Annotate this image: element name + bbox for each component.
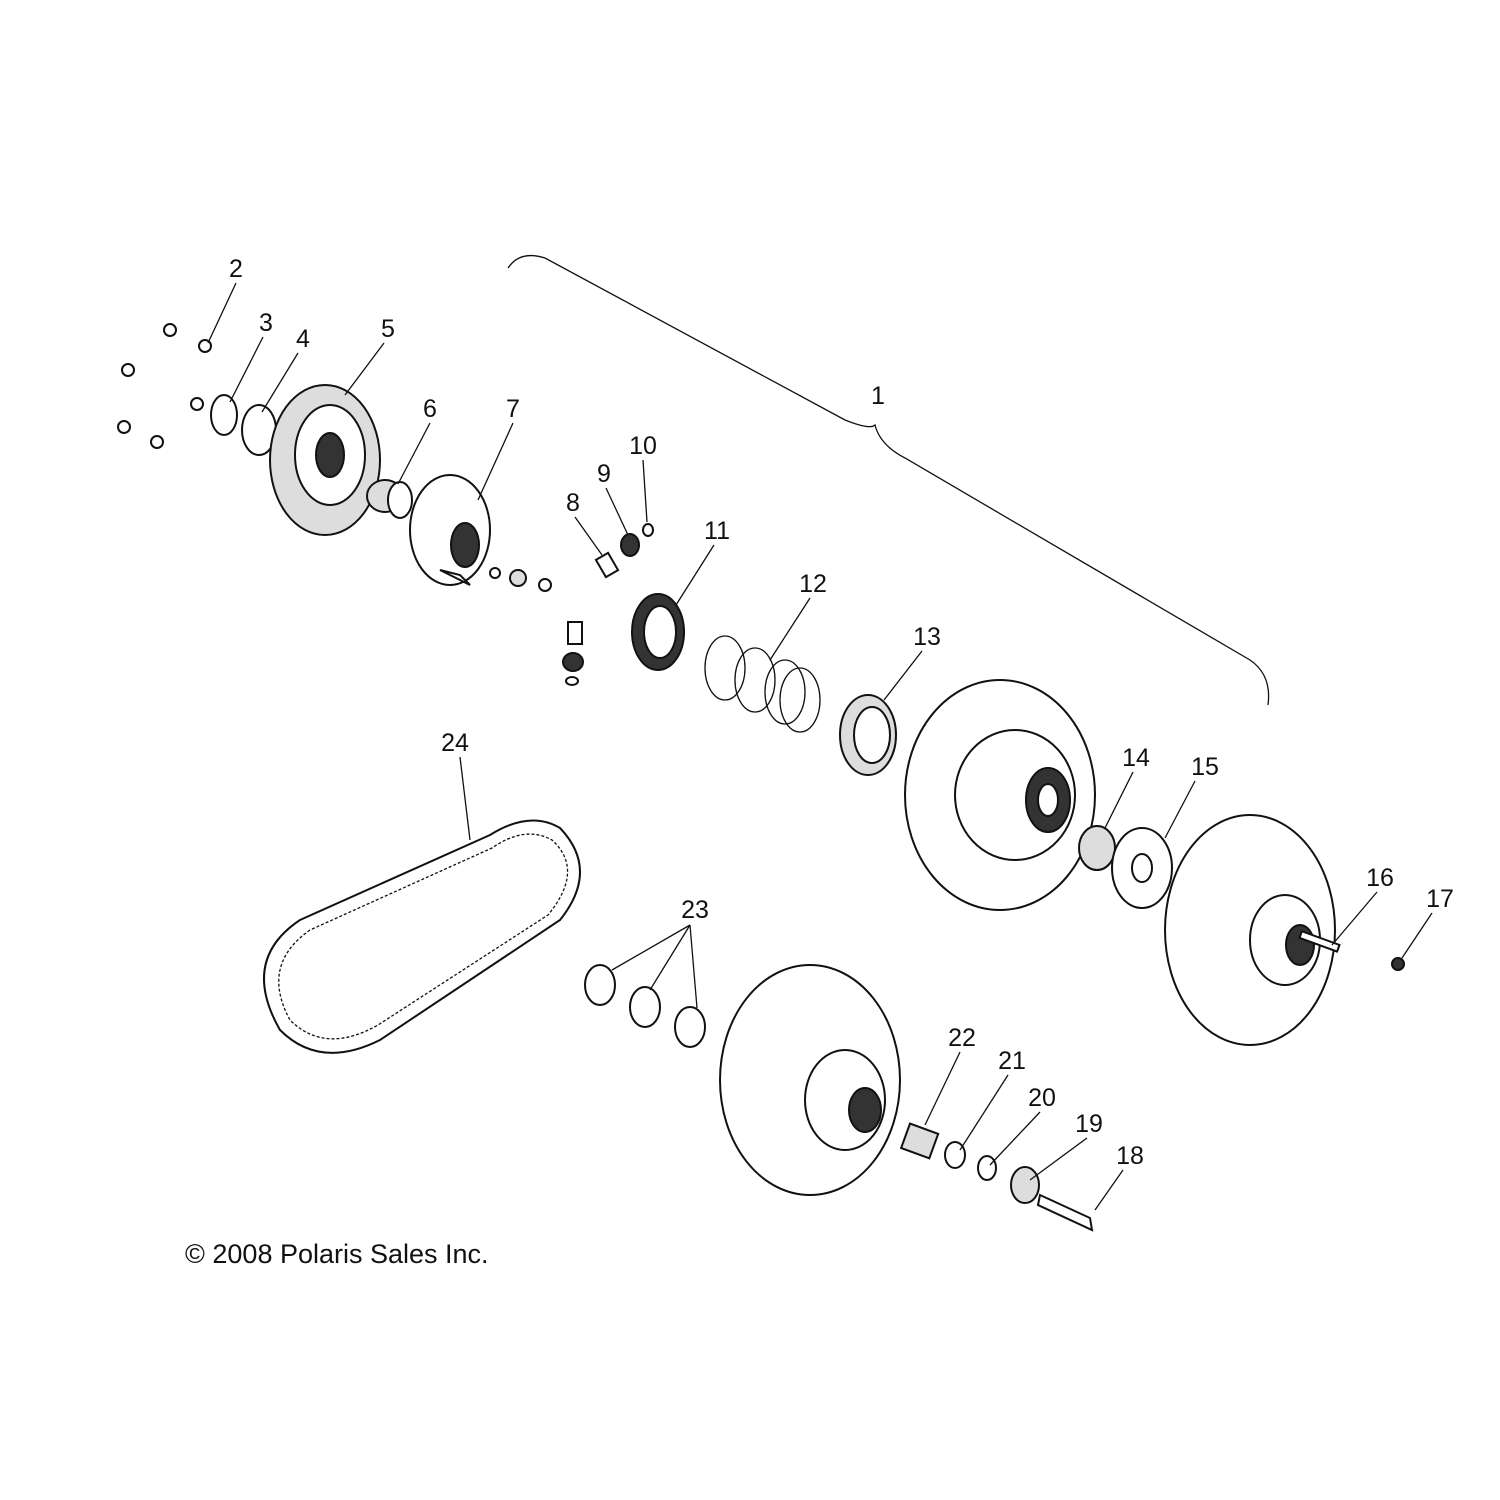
moveable-sheave <box>904 679 1096 911</box>
callout-14: 14 <box>1122 744 1150 772</box>
callout-9: 9 <box>597 460 611 488</box>
callout-7: 7 <box>506 395 520 423</box>
callout-10: 10 <box>629 432 657 460</box>
callout-3: 3 <box>259 309 273 337</box>
bushing-washer <box>1078 825 1173 909</box>
callout-24: 24 <box>441 729 469 757</box>
callout-6: 6 <box>423 395 437 423</box>
bushing <box>366 479 413 519</box>
callout-11: 11 <box>704 517 730 545</box>
callout-4: 4 <box>296 325 310 353</box>
callout-2: 2 <box>229 255 243 283</box>
callout-20: 20 <box>1028 1084 1056 1112</box>
callout-22: 22 <box>948 1024 976 1052</box>
fastener-stack <box>899 1122 1094 1232</box>
callout-1: 1 <box>871 382 885 410</box>
stationary-sheave <box>1164 814 1405 1046</box>
callout-18: 18 <box>1116 1142 1144 1170</box>
drive-clutch <box>719 964 901 1196</box>
copyright-text: © 2008 Polaris Sales Inc. <box>185 1239 489 1269</box>
callout-8: 8 <box>566 489 580 517</box>
callout-21: 21 <box>998 1047 1026 1075</box>
spring <box>704 635 821 733</box>
callout-13: 13 <box>913 623 941 651</box>
callout-17: 17 <box>1426 885 1454 913</box>
shims <box>584 964 706 1048</box>
screws <box>117 323 212 449</box>
ring <box>839 694 897 776</box>
seal <box>631 593 685 671</box>
assembly-bracket <box>507 254 1270 706</box>
helix-spider <box>409 474 552 592</box>
drive-belt <box>263 819 581 1054</box>
snap-ring <box>210 394 238 436</box>
callout-16: 16 <box>1366 864 1394 892</box>
rollers-pins <box>562 523 654 686</box>
callout-5: 5 <box>381 315 395 343</box>
callout-15: 15 <box>1191 753 1219 781</box>
callout-23: 23 <box>681 896 709 924</box>
clutch-cover <box>269 384 381 536</box>
callout-19: 19 <box>1075 1110 1103 1138</box>
callout-12: 12 <box>799 570 827 598</box>
leader-lines <box>207 282 1433 1211</box>
